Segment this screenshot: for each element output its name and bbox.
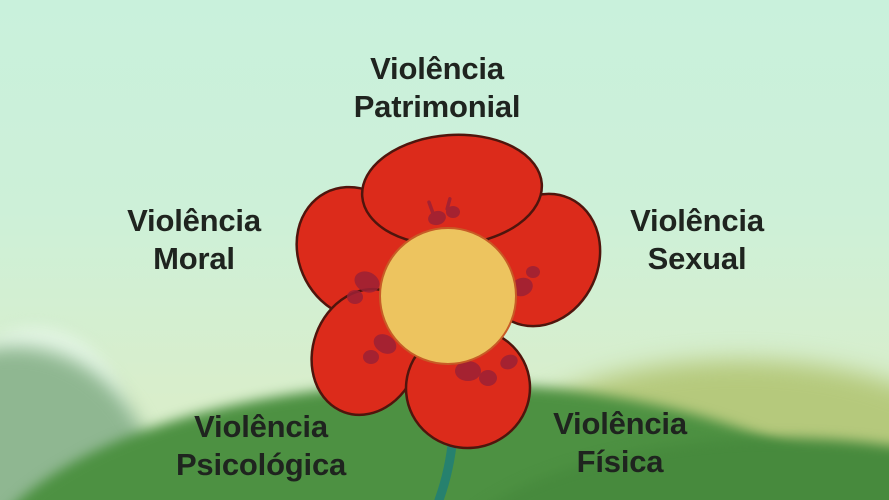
label-line: Violência: [127, 203, 261, 238]
label-line: Física: [576, 443, 664, 479]
label-violencia-sexual: Violência Sexual: [630, 202, 764, 278]
label-violencia-moral: Violência Moral: [127, 202, 261, 278]
label-line: Violência: [370, 51, 504, 86]
label-violencia-patrimonial: Violência Patrimonial: [354, 50, 521, 126]
label-violencia-psicologica: Violência Psicológica: [176, 408, 346, 484]
flower-center: [379, 227, 517, 365]
label-line: Psicológica: [175, 446, 347, 482]
label-violencia-fisica: Violência Física: [553, 405, 687, 481]
label-line: Violência: [553, 406, 687, 441]
label-line: Violência: [194, 409, 328, 444]
label-line: Patrimonial: [353, 88, 521, 124]
label-line: Violência: [630, 203, 764, 238]
label-line: Sexual: [647, 240, 747, 276]
label-line: Moral: [153, 240, 235, 276]
